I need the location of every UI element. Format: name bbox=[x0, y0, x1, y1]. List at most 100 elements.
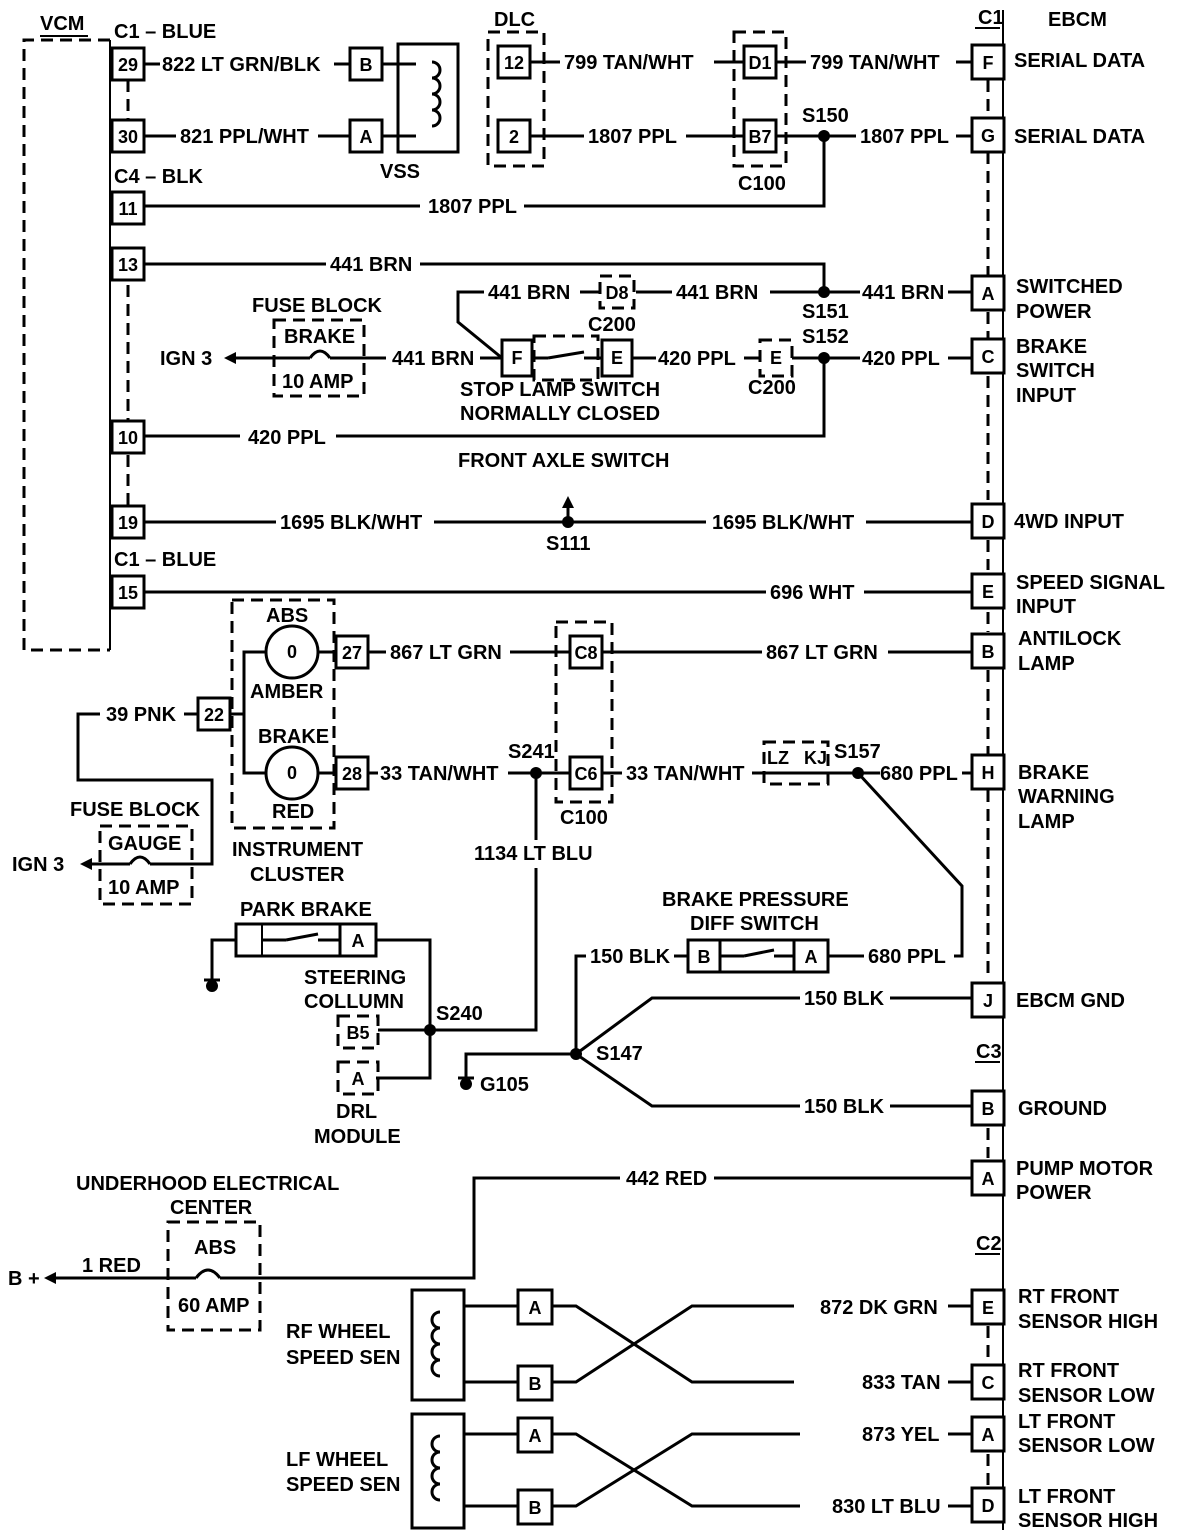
ebcm-pin-e-rt-high: E bbox=[970, 1288, 1006, 1326]
svg-text:27: 27 bbox=[342, 643, 362, 663]
svg-text:680 PPL: 680 PPL bbox=[868, 946, 946, 968]
svg-text:CLUSTER: CLUSTER bbox=[250, 864, 345, 886]
svg-text:C200: C200 bbox=[588, 314, 636, 336]
svg-text:RT FRONT: RT FRONT bbox=[1018, 1286, 1119, 1308]
svg-text:LT FRONT: LT FRONT bbox=[1018, 1411, 1115, 1433]
svg-text:F: F bbox=[983, 53, 994, 73]
ebcm-pin-c-rt-low: C bbox=[970, 1363, 1006, 1401]
svg-text:420 PPL: 420 PPL bbox=[862, 348, 940, 370]
arrow-left-icon bbox=[44, 1272, 56, 1284]
lf-wheel-speed-sensor: LF WHEEL SPEED SEN A B 873 YEL 830 LT BL… bbox=[286, 1412, 972, 1530]
svg-text:KJ: KJ bbox=[804, 748, 827, 768]
vss-sensor: 822 LT GRN/BLK B 821 PPL/WHT A VSS bbox=[144, 42, 460, 183]
svg-text:LT FRONT: LT FRONT bbox=[1018, 1486, 1115, 1508]
svg-text:J: J bbox=[983, 991, 993, 1011]
svg-text:1807 PPL: 1807 PPL bbox=[588, 126, 677, 148]
arrow-left-icon bbox=[80, 858, 92, 870]
svg-text:E: E bbox=[982, 582, 994, 602]
coil-icon bbox=[430, 1434, 441, 1502]
ebcm-pin-j-gnd: J bbox=[970, 981, 1006, 1019]
4wd-wires: 1695 BLK/WHT S111 1695 BLK/WHT bbox=[144, 496, 972, 555]
svg-text:SENSOR LOW: SENSOR LOW bbox=[1018, 1435, 1155, 1457]
ebcm-c1-label: C1 bbox=[978, 7, 1004, 29]
svg-text:G: G bbox=[981, 126, 995, 146]
vss-coil-icon bbox=[431, 60, 442, 128]
svg-text:1695 BLK/WHT: 1695 BLK/WHT bbox=[712, 512, 854, 534]
svg-text:A: A bbox=[360, 127, 373, 147]
svg-text:B7: B7 bbox=[748, 127, 771, 147]
svg-text:441 BRN: 441 BRN bbox=[488, 282, 570, 304]
svg-text:BRAKE: BRAKE bbox=[258, 726, 329, 748]
svg-text:LAMP: LAMP bbox=[1018, 811, 1075, 833]
svg-text:EBCM GND: EBCM GND bbox=[1016, 990, 1125, 1012]
svg-text:13: 13 bbox=[118, 255, 138, 275]
ebcm-pin-h-warning: H bbox=[970, 753, 1006, 791]
svg-text:441 BRN: 441 BRN bbox=[676, 282, 758, 304]
svg-text:D: D bbox=[982, 1496, 995, 1516]
svg-text:BRAKE PRESSURE: BRAKE PRESSURE bbox=[662, 889, 849, 911]
svg-text:C6: C6 bbox=[574, 764, 597, 784]
svg-text:0: 0 bbox=[287, 763, 297, 783]
svg-text:S152: S152 bbox=[802, 326, 849, 348]
svg-text:SENSOR HIGH: SENSOR HIGH bbox=[1018, 1510, 1158, 1532]
svg-text:441 BRN: 441 BRN bbox=[392, 348, 474, 370]
park-brake-switch: PARK BRAKE A STEERING COLLUMN S240 B5 A … bbox=[204, 899, 483, 1148]
svg-text:10 AMP: 10 AMP bbox=[108, 877, 180, 899]
svg-text:A: A bbox=[352, 931, 365, 951]
svg-text:833 TAN: 833 TAN bbox=[862, 1372, 941, 1394]
ground-wires: 150 BLK 150 BLK S147 G105 bbox=[458, 988, 972, 1118]
svg-text:821 PPL/WHT: 821 PPL/WHT bbox=[180, 126, 309, 148]
ebcm-pin-a-lt-low: A bbox=[970, 1415, 1006, 1453]
svg-text:33 TAN/WHT: 33 TAN/WHT bbox=[626, 763, 745, 785]
c100-top: D1 B7 C100 bbox=[732, 30, 788, 195]
svg-text:799 TAN/WHT: 799 TAN/WHT bbox=[564, 52, 694, 74]
svg-text:A: A bbox=[529, 1426, 542, 1446]
svg-text:A: A bbox=[352, 1069, 365, 1089]
svg-text:B: B bbox=[982, 642, 995, 662]
svg-text:BRAKE: BRAKE bbox=[1018, 762, 1089, 784]
svg-text:DIFF SWITCH: DIFF SWITCH bbox=[690, 913, 819, 935]
vcm-label: VCM bbox=[40, 13, 84, 35]
stop-lamp-switch: F E STOP LAMP SWITCH NORMALLY CLOSED 420… bbox=[144, 326, 972, 472]
svg-text:RT FRONT: RT FRONT bbox=[1018, 1360, 1119, 1382]
instrument-cluster: ABS 0 AMBER BRAKE 0 RED 27 28 22 INSTRUM… bbox=[196, 598, 370, 886]
svg-text:SWITCH: SWITCH bbox=[1016, 360, 1095, 382]
svg-text:B: B bbox=[982, 1099, 995, 1119]
svg-text:FUSE BLOCK: FUSE BLOCK bbox=[70, 799, 201, 821]
svg-text:C: C bbox=[982, 347, 995, 367]
svg-text:D1: D1 bbox=[748, 53, 771, 73]
brake-warning-wires: 33 TAN/WHT S241 C6 C100 33 TAN/WHT LZ KJ… bbox=[368, 740, 972, 1032]
svg-text:BRAKE: BRAKE bbox=[1016, 336, 1087, 358]
dlc-connector: DLC 12 2 bbox=[486, 9, 546, 168]
svg-text:S147: S147 bbox=[596, 1043, 643, 1065]
svg-text:C200: C200 bbox=[748, 377, 796, 399]
svg-text:150 BLK: 150 BLK bbox=[804, 1096, 885, 1118]
svg-text:28: 28 bbox=[342, 764, 362, 784]
svg-text:C: C bbox=[982, 1373, 995, 1393]
svg-text:D: D bbox=[982, 512, 995, 532]
svg-text:POWER: POWER bbox=[1016, 1182, 1092, 1204]
svg-text:SPEED SIGNAL: SPEED SIGNAL bbox=[1016, 572, 1165, 594]
svg-text:420 PPL: 420 PPL bbox=[248, 427, 326, 449]
svg-text:AMBER: AMBER bbox=[250, 681, 324, 703]
vcm-module: VCM C1 – BLUE C4 – BLK C1 – BLUE bbox=[22, 13, 216, 652]
svg-text:B: B bbox=[360, 55, 373, 75]
svg-text:A: A bbox=[982, 1425, 995, 1445]
brake-pressure-switch: BRAKE PRESSURE DIFF SWITCH B A 680 PPL 1… bbox=[574, 889, 946, 1054]
svg-text:F: F bbox=[512, 348, 523, 368]
svg-text:S150: S150 bbox=[802, 105, 849, 127]
svg-text:STOP LAMP SWITCH: STOP LAMP SWITCH bbox=[460, 379, 660, 401]
ebcm-pin-d-lt-high: D bbox=[970, 1486, 1006, 1524]
svg-text:B: B bbox=[698, 947, 711, 967]
vcm-pin-30: 30 bbox=[110, 118, 146, 154]
svg-text:LAMP: LAMP bbox=[1018, 653, 1075, 675]
vcm-pin-13: 13 bbox=[110, 246, 146, 282]
svg-text:NORMALLY CLOSED: NORMALLY CLOSED bbox=[460, 403, 660, 425]
svg-text:S240: S240 bbox=[436, 1003, 483, 1025]
svg-text:SPEED SEN: SPEED SEN bbox=[286, 1474, 400, 1496]
svg-text:680 PPL: 680 PPL bbox=[880, 763, 958, 785]
ebcm-pin-f: F bbox=[970, 43, 1006, 81]
svg-text:SPEED SEN: SPEED SEN bbox=[286, 1347, 400, 1369]
svg-text:29: 29 bbox=[118, 55, 138, 75]
